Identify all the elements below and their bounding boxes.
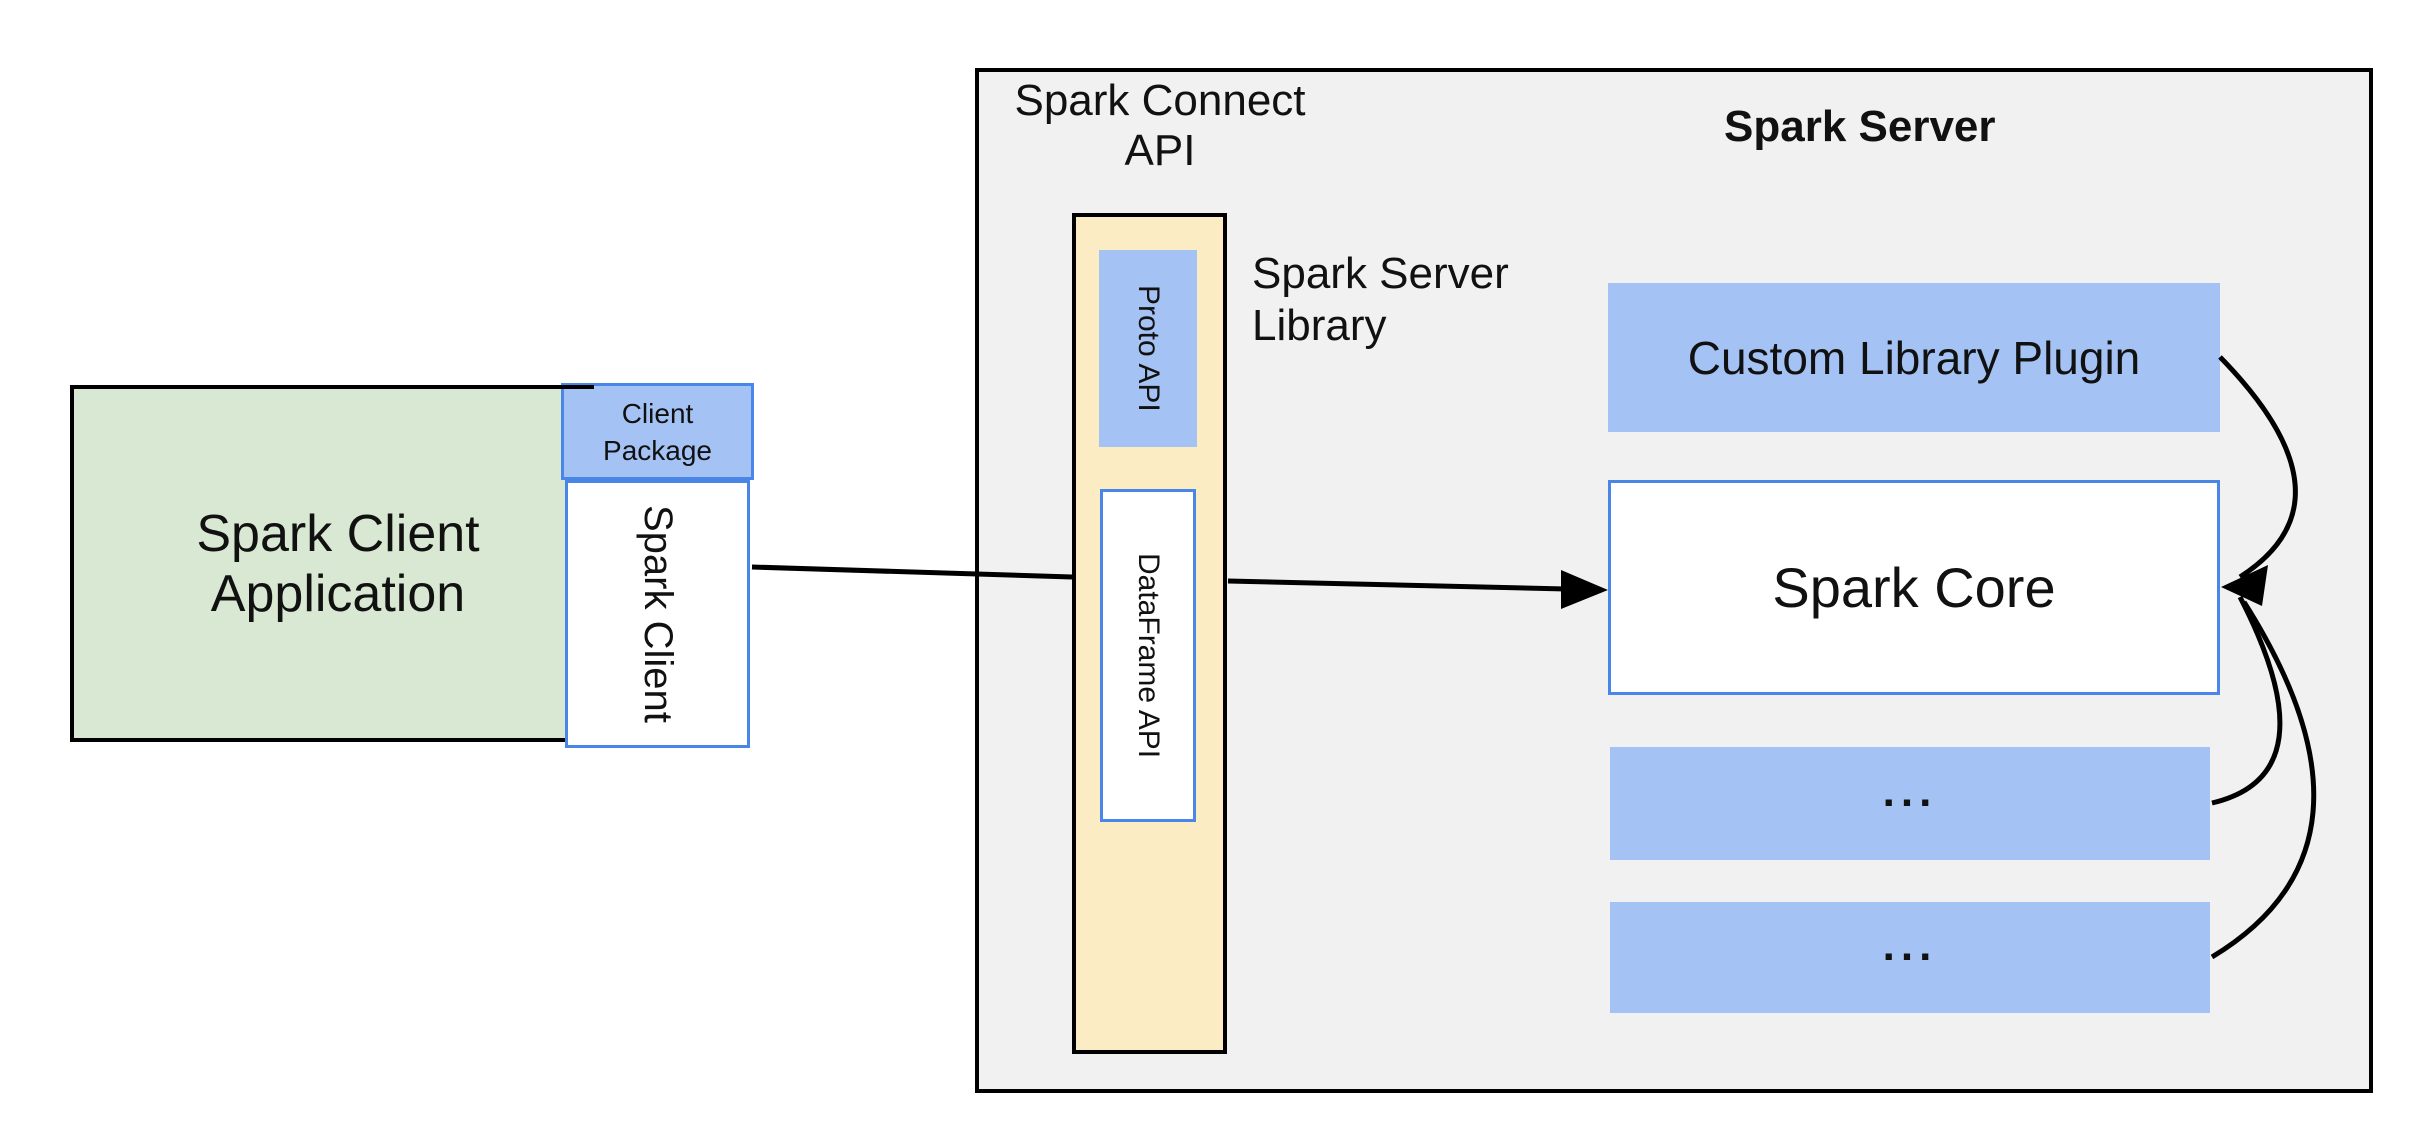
dataframe-api-label: DataFrame API bbox=[1132, 552, 1165, 759]
plugin-slot-2-box: ... bbox=[1610, 902, 2210, 1013]
spark-client-application-label: Spark Client Application bbox=[196, 504, 480, 623]
spark-core-label: Spark Core bbox=[1772, 556, 2056, 619]
spark-server-title: Spark Server bbox=[1724, 102, 1996, 151]
spark-server-library-label: Spark Server Library bbox=[1252, 249, 1509, 350]
plugin-slot-1-label: ... bbox=[1882, 766, 1938, 816]
custom-library-plugin-box: Custom Library Plugin bbox=[1608, 283, 2220, 432]
plugin-slot-1-box: ... bbox=[1610, 747, 2210, 860]
plugin-slot-2-label: ... bbox=[1882, 920, 1938, 970]
spark-client-application-box: Spark Client Application bbox=[70, 385, 606, 742]
spark-core-box: Spark Core bbox=[1608, 480, 2220, 695]
spark-client-box: Spark Client bbox=[565, 480, 750, 748]
spark-connect-api-title: Spark Connect API bbox=[1014, 76, 1306, 175]
client-package-label: Client Package bbox=[603, 397, 712, 466]
proto-api-box: Proto API bbox=[1099, 250, 1197, 447]
custom-library-plugin-label: Custom Library Plugin bbox=[1687, 331, 2141, 384]
spark-client-label: Spark Client bbox=[636, 505, 680, 723]
client-package-box: Client Package bbox=[561, 383, 754, 480]
proto-api-label: Proto API bbox=[1132, 285, 1165, 412]
dataframe-api-box: DataFrame API bbox=[1100, 489, 1196, 822]
